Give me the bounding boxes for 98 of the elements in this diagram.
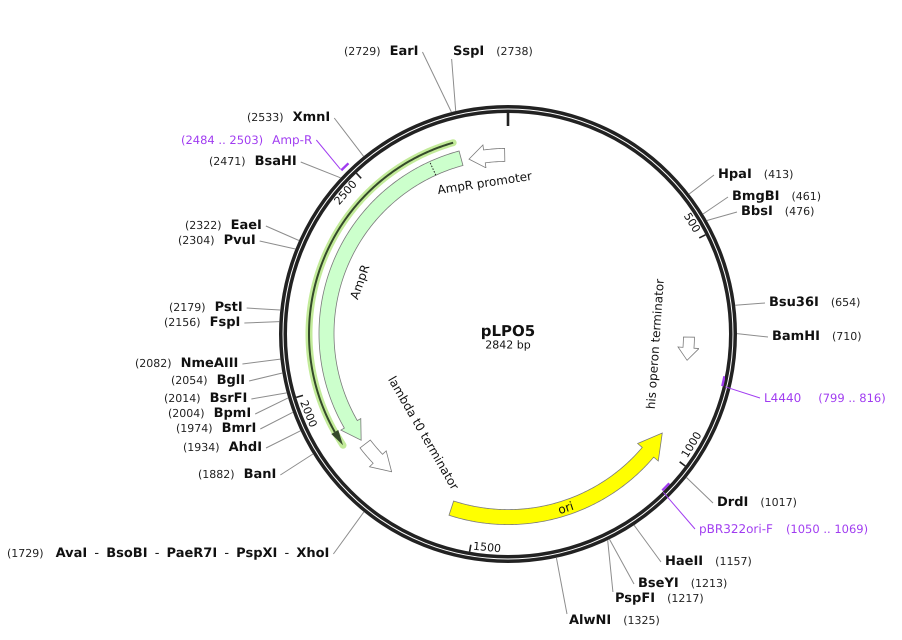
enzyme-name: AlwNI [569,614,612,628]
leader-line [265,226,300,241]
enzyme-name: PvuI [224,234,256,248]
enzyme-name: BsaHI [254,155,297,169]
leader-line [242,358,281,364]
enzyme-name: XmnI [292,111,330,125]
feature-label: ori [556,499,576,518]
primer-range: (799 .. 816) [818,391,886,405]
enzyme-name: BpmI [214,407,252,421]
cut-position: (1157) [715,555,752,569]
cut-position: (1934) [183,441,220,455]
enzyme-name: PspFI [615,592,656,606]
leader-line [334,118,364,157]
leader-line [607,540,614,592]
leader-line [259,240,296,250]
cut-position: (2082) [135,357,172,371]
enzyme-name: BseYI [638,577,679,591]
cut-position: (1974) [176,422,213,436]
enzyme-name: BmrI [222,422,256,436]
leader-line [634,524,662,562]
cut-position: (1213) [690,577,728,591]
leader-line [266,430,301,448]
enzyme-name: SspI [453,45,484,59]
leader-line [332,511,364,554]
cut-position: (2322) [185,219,222,233]
enzyme-name: NmeAIII [180,357,238,371]
enzyme-name: BsrFI [210,392,248,406]
leader-line [451,58,456,112]
cut-position: (1017) [760,496,797,510]
primer-range: (1050 .. 1069) [786,522,868,536]
cut-position: (476) [784,205,814,219]
enzyme-name: EaeI [230,219,262,233]
enzyme-name: BglI [216,374,246,388]
feature-label: AmpR [347,262,372,302]
leader-line [254,397,289,414]
leader-line [250,392,288,400]
enzyme-name: HpaI [718,168,752,182]
scale-number: 2000 [298,398,320,429]
cut-position: (654) [830,296,860,310]
leader-line [702,196,728,214]
enzyme-name: BamHI [772,330,820,344]
enzyme-name: HaeII [665,555,704,569]
primer-range: (2484 .. 2503) [181,133,264,147]
leader-line [724,386,760,398]
cut-position: (2729) [344,45,381,59]
enzyme-name: EarI [390,45,418,59]
enzyme-name: BbsI [741,205,773,219]
primer-mark [340,162,350,172]
feature-label: AmpR promoter [436,168,534,197]
primer-name: pBR322ori-F [699,522,773,536]
leader-line [260,412,294,430]
leader-line [608,538,634,584]
leader-line [736,333,768,338]
cut-position: (1325) [623,614,660,628]
leader-line [688,174,714,194]
cut-position: (1217) [667,592,704,606]
cut-position: (1882) [198,468,235,482]
feature-label: his operon terminator [644,278,667,410]
enzyme-name: FspI [210,316,240,330]
leader-line [686,477,714,504]
enzyme-names: AvaI - BsoBI - PaeR7I - PspXI - XhoI [56,547,330,561]
cut-position: (2738) [496,45,533,59]
cut-position: (2014) [164,392,201,406]
cut-position: (2471) [209,155,246,169]
cut-position: (2004) [168,407,205,421]
enzyme-name: AhdI [228,441,262,455]
leader-line [316,140,341,170]
leader-line [280,454,314,476]
leader-line [734,302,766,306]
primer-name: Amp-R [272,133,312,147]
enzyme-name: PstI [214,301,243,315]
scale-number: 1500 [472,540,502,556]
cut-position: (461) [792,190,822,204]
cut-position: (2179) [169,301,206,315]
leader-line [248,372,283,382]
cut-position: (2054) [171,374,208,388]
cut-position: (1729) [7,547,44,561]
cut-position: (2156) [164,316,201,330]
primer-mark [720,374,726,388]
plasmid-size: 2842 bp [485,338,531,352]
enzyme-name: Bsu36I [769,296,819,310]
cut-position: (413) [764,168,794,182]
leader-line [244,321,280,324]
leader-line [422,52,452,113]
leader-line [300,162,342,178]
plasmid-name: pLPO5 [480,322,536,340]
leader-line [246,308,281,311]
primer-name: L4440 [764,391,802,405]
leader-line [556,557,568,614]
enzyme-name: DrdI [717,496,748,510]
enzyme-name: BmgBI [732,190,780,204]
cut-position: (2304) [178,234,215,248]
cut-position: (2533) [247,111,284,125]
leader-line [706,212,738,222]
cut-position: (710) [832,330,862,344]
enzyme-name: BanI [244,468,276,482]
leader-line [662,492,696,530]
primer-mark [660,482,670,492]
